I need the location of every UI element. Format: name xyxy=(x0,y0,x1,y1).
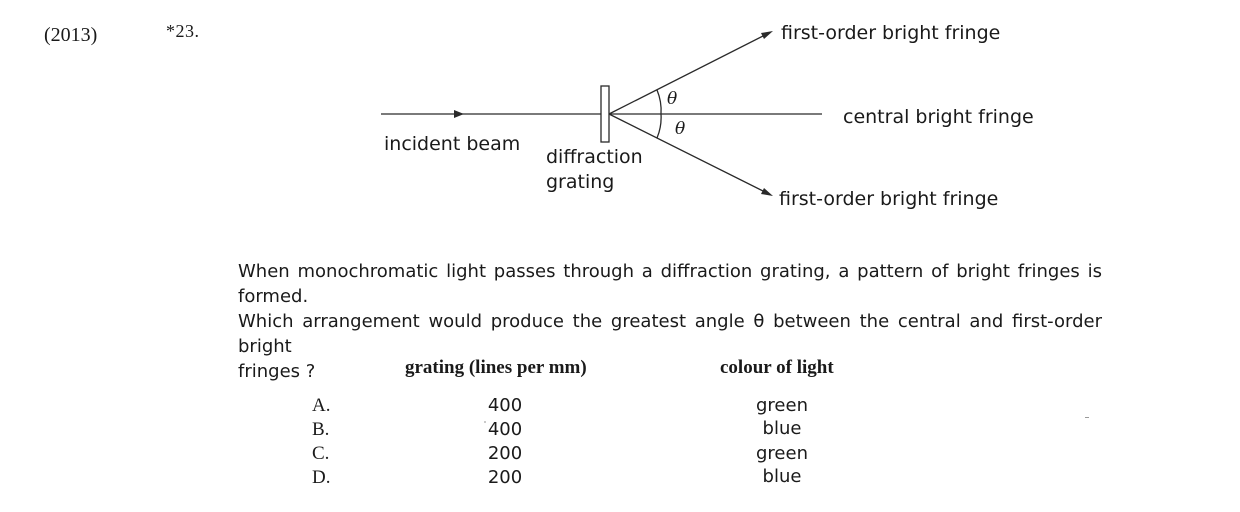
central-fringe-label: central bright fringe xyxy=(843,106,1034,128)
option-c-letter[interactable]: C. xyxy=(312,443,330,464)
first-order-bottom-arrow xyxy=(761,188,773,196)
option-b-colour: blue xyxy=(762,418,802,439)
question-line-1: When monochromatic light passes through … xyxy=(238,261,1102,307)
option-b-grating: 400 xyxy=(487,419,523,440)
first-order-bottom-ray xyxy=(608,113,770,195)
column-header-colour: colour of light xyxy=(720,357,834,378)
grating-label-line2: grating xyxy=(546,171,615,193)
first-order-bottom-label: first-order bright fringe xyxy=(779,188,999,210)
question-line-3: fringes ? xyxy=(238,361,316,382)
first-order-top-arrow xyxy=(761,31,773,39)
option-a-grating: 400 xyxy=(487,395,523,416)
question-number: *23. xyxy=(166,21,200,41)
option-c-grating: 200 xyxy=(487,443,523,464)
option-b-letter[interactable]: B. xyxy=(312,419,330,440)
question-line-2: Which arrangement would produce the grea… xyxy=(238,311,1102,357)
option-d-grating: 200 xyxy=(487,467,523,488)
theta-label-bottom: θ xyxy=(675,119,686,139)
theta-label-top: θ xyxy=(667,89,678,109)
option-d-letter[interactable]: D. xyxy=(312,467,331,488)
option-a-letter[interactable]: A. xyxy=(312,395,331,416)
grating-label-line1: diffraction xyxy=(546,146,643,168)
option-a-colour: green xyxy=(756,395,808,416)
first-order-top-ray xyxy=(608,32,770,115)
angle-arc-bottom xyxy=(656,113,662,139)
scan-mark xyxy=(1085,417,1089,418)
grating-plate xyxy=(600,85,610,143)
option-d-colour: blue xyxy=(762,466,802,487)
scan-speck xyxy=(484,421,486,423)
angle-arc-top xyxy=(656,89,662,115)
incident-beam-label: incident beam xyxy=(384,133,521,155)
incident-beam-arrow xyxy=(454,110,464,118)
first-order-top-label: first-order bright fringe xyxy=(781,22,1001,44)
option-c-colour: green xyxy=(756,443,808,464)
question-text: When monochromatic light passes through … xyxy=(238,259,1102,384)
column-header-grating: grating (lines per mm) xyxy=(405,357,587,378)
question-year: (2013) xyxy=(44,24,98,46)
